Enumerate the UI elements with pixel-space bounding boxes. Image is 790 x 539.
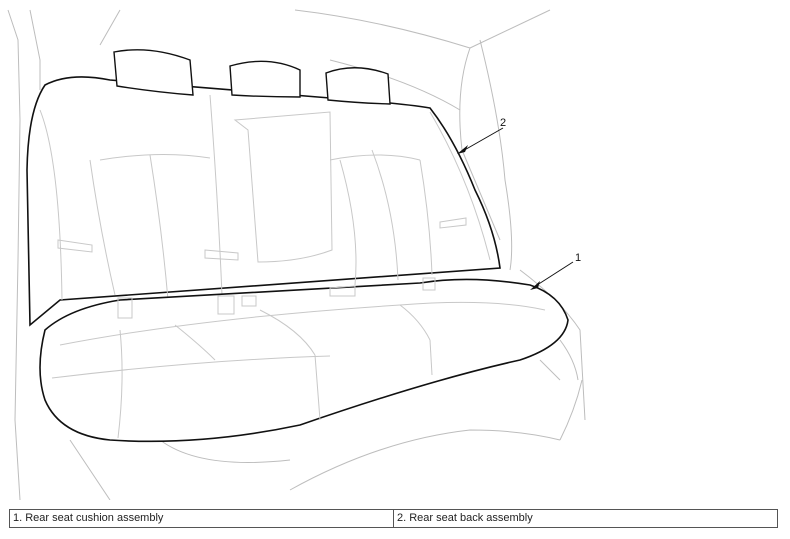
- callout-1: 1: [530, 252, 581, 290]
- rear-seat-back: [26, 76, 501, 327]
- callout-number: 2: [500, 117, 506, 129]
- legend-table: 1. Rear seat cushion assembly 2. Rear se…: [9, 509, 778, 528]
- legend-cell: 1. Rear seat cushion assembly: [13, 512, 164, 524]
- car-interior-lines: [7, 9, 586, 500]
- callout-number: 1: [575, 252, 581, 264]
- headrest-right: [325, 67, 391, 105]
- callout-2: 2: [457, 117, 506, 154]
- headrests: [113, 49, 391, 105]
- arrow-head-icon: [530, 281, 540, 290]
- seat-diagram: 2 1: [7, 9, 586, 500]
- legend-cell: 2. Rear seat back assembly: [393, 510, 777, 527]
- headrest-center: [229, 60, 301, 98]
- arrow-head-icon: [457, 145, 468, 154]
- headrest-left: [113, 49, 194, 96]
- rear-seat-cushion: [39, 277, 569, 443]
